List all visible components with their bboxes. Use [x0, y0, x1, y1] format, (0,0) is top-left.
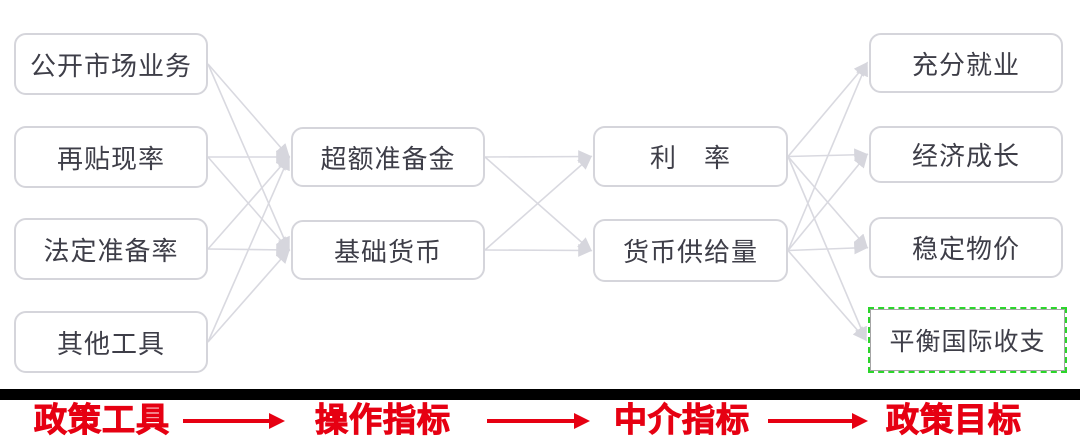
caption-intermediate-targets: 中介指标 [614, 401, 750, 439]
node-rediscount-rate: 再贴现率 [14, 126, 208, 188]
arrow-head [269, 413, 285, 429]
arrow-shaft [183, 419, 269, 423]
caption-policy-goals: 政策目标 [886, 401, 1022, 439]
node-required-reserve-ratio: 法定准备率 [14, 218, 208, 280]
node-full-employment: 充分就业 [869, 33, 1063, 93]
caption-arrow-icon [487, 412, 590, 430]
node-label: 平衡国际收支 [889, 328, 1046, 356]
node-label: 利 率 [649, 143, 731, 173]
node-open-market-operations: 公开市场业务 [14, 33, 208, 95]
node-label: 货币供给量 [622, 237, 758, 267]
node-label: 再贴现率 [56, 143, 165, 174]
node-stable-prices: 稳定物价 [869, 217, 1063, 278]
arrow-shaft [768, 419, 852, 423]
node-label: 超额准备金 [320, 143, 456, 174]
node-other-tools: 其他工具 [14, 311, 208, 373]
caption-policy-tools: 政策工具 [34, 401, 170, 439]
node-label: 其他工具 [56, 328, 165, 359]
black-divider-bar [0, 389, 1080, 400]
caption-arrow-icon [768, 412, 868, 430]
node-label: 经济成长 [911, 141, 1020, 171]
arrow-head [852, 413, 868, 429]
node-label: 稳定物价 [911, 234, 1020, 264]
node-label: 基础货币 [333, 236, 442, 267]
caption-arrow-icon [183, 412, 285, 430]
node-label: 充分就业 [911, 49, 1020, 80]
node-interest-rate: 利 率 [593, 126, 788, 187]
node-label: 公开市场业务 [29, 50, 192, 81]
node-excess-reserves: 超额准备金 [291, 127, 485, 187]
node-economic-growth: 经济成长 [869, 126, 1063, 183]
caption-operational-targets: 操作指标 [315, 401, 451, 439]
node-base-money: 基础货币 [291, 220, 485, 280]
arrow-shaft [487, 419, 574, 423]
node-balance-of-payments-highlighted: 平衡国际收支 [868, 307, 1067, 373]
node-label: 法定准备率 [43, 235, 179, 266]
arrow-head [574, 413, 590, 429]
node-money-supply: 货币供给量 [593, 219, 788, 282]
